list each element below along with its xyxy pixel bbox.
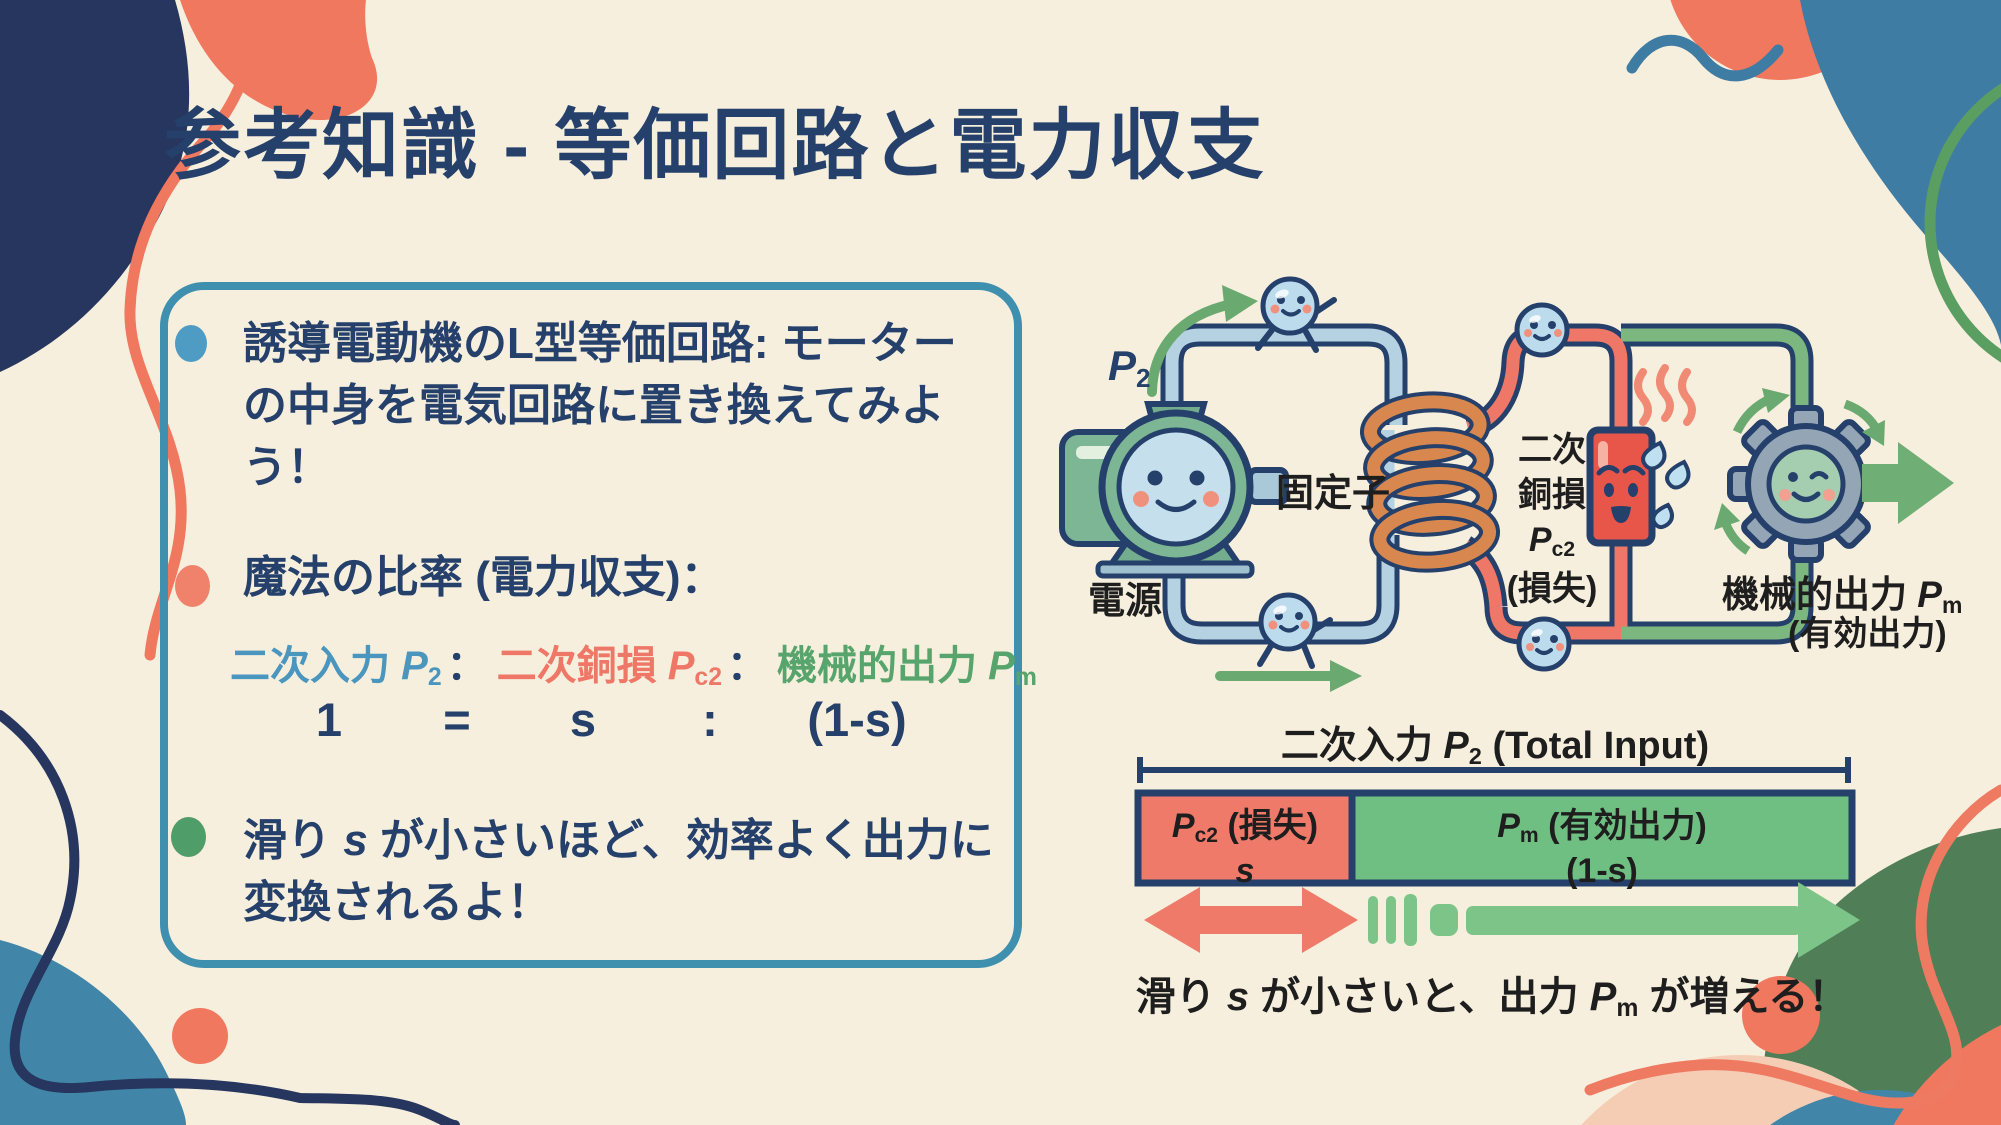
motor [1059,401,1289,579]
bullet-text-2: 魔法の比率 (電力収支)： [243,553,725,602]
ratio-colon-2: ： [727,644,768,688]
output-arrow [1368,882,1860,958]
electron-ball-4 [1516,616,1572,672]
ratio-loss: 二次銅損 Pc2 [496,644,723,692]
electron-ball-3 [1514,302,1570,358]
bar-output-label: Pm (有効出力)(1-s) [1497,807,1707,890]
stator-label: 固定子 [1276,473,1391,515]
bar-diagram [1134,757,1860,958]
electron-ball-2 [1257,592,1333,669]
ratio-output: 機械的出力 Pm [777,644,1037,692]
ratio-colon: : [702,693,718,746]
bullet-dot-2 [175,565,210,607]
bullet-text-3: 滑り s が小さいほど、効率よく出力に変換されるよ！ [243,816,994,927]
bullet-dot-3 [171,817,206,857]
decor-bottom-left [0,710,460,1125]
source-label: 電源 [1088,580,1162,621]
loss-label: 二次 銅損 Pc2 (損失) [1506,431,1598,608]
ratio-value-s: s [569,693,597,746]
mech-output-label: 機械的出力 Pm [1722,574,1963,618]
page-title: 参考知識 - 等価回路と電力収支 [164,103,1266,189]
ratio-value-1ms: (1-s) [807,693,907,746]
ratio-input: 二次入力 P2 [230,644,442,692]
gear [1727,405,1885,563]
notes-panel [160,282,1022,968]
gear-rotation-arrows [1714,388,1885,555]
ratio-equals: = [443,693,471,746]
p2-label: P2 [1108,342,1151,393]
bottom-flow-arrow [1215,660,1362,692]
electron-ball-1 [1255,276,1337,353]
resistor [1586,364,1696,547]
p2-flow-arrow [1147,285,1258,397]
decor-bottom-right [1581,784,2001,1125]
mech-output-label-2: (有効出力) [1788,615,1947,653]
bar-caption: 滑り s が小さいと、出力 Pm が増える！ [1135,975,1849,1023]
decor-top-left [0,0,378,661]
bar-loss-label: Pc2 (損失)s [1171,807,1319,890]
loss-arrow [1144,887,1358,953]
mech-output-arrow [1862,442,1954,524]
bullet-text-1: 誘導電動機のL型等価回路: モーターの中身を電気回路に置き換えてみよう！ [243,319,957,492]
transformer-coil [1359,391,1501,573]
ratio-value-1: 1 [315,693,343,746]
bar-total-label: 二次入力 P2 (Total Input) [1280,725,1710,769]
bullet-dot-1 [175,325,207,362]
decor-top-right [1626,0,2001,363]
ratio-colon-1: ： [446,644,487,688]
ratio-line: 二次入力 P2：二次銅損 Pc2：機械的出力 Pm [230,633,1037,691]
